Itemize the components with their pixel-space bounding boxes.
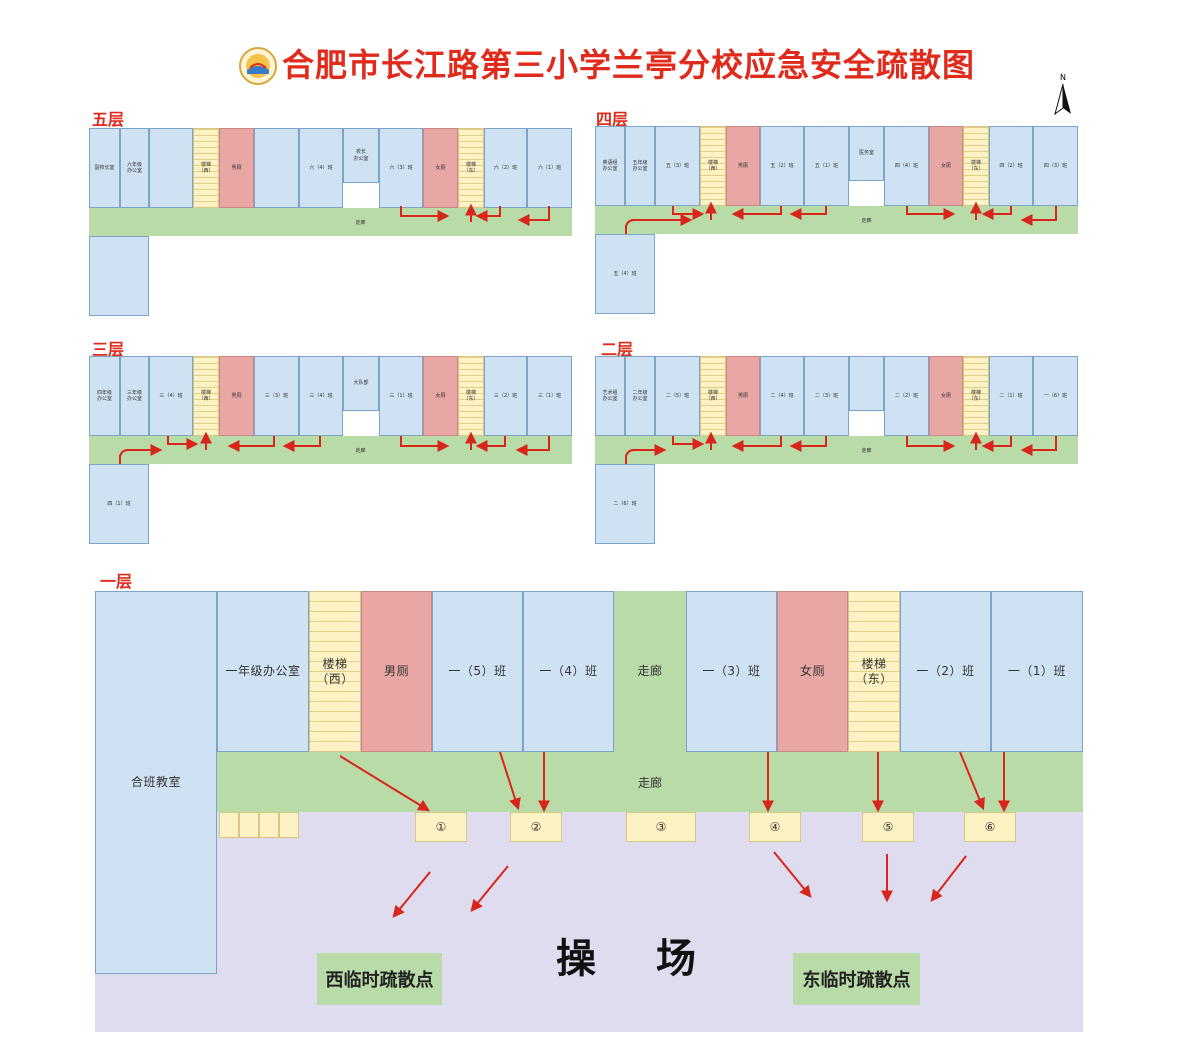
exit-4: ④ xyxy=(749,812,801,842)
classroom: 五（2）班 xyxy=(760,126,804,206)
clinic: 医务室 xyxy=(849,126,884,181)
step xyxy=(239,812,259,838)
step xyxy=(279,812,299,838)
classroom: 二（6）班 xyxy=(595,464,655,544)
classroom: 四（2）班 xyxy=(989,126,1033,206)
classroom: 一（6）班 xyxy=(1033,356,1078,436)
corridor: 走廊 xyxy=(595,206,1078,234)
step xyxy=(219,812,239,838)
school-logo-icon xyxy=(238,46,278,90)
classroom: 二（2）班 xyxy=(884,356,929,436)
playground-label: 操场 xyxy=(556,935,756,982)
north-passage: 走廊 xyxy=(614,591,686,752)
west-stair: 楼梯 （西） xyxy=(193,128,219,208)
office: 三年级 办公室 xyxy=(120,356,149,436)
grade1-office: 一年级办公室 xyxy=(217,591,309,752)
corridor: 走廊 xyxy=(595,436,1078,464)
west-stair: 楼梯 （西） xyxy=(700,126,726,206)
classroom: 三（1）班 xyxy=(527,356,572,436)
classroom: 一（1）班 xyxy=(991,591,1083,752)
classroom: 六（3）班 xyxy=(379,128,423,208)
exit-3: ③ xyxy=(626,812,696,842)
room xyxy=(849,356,884,411)
east-stair: 楼梯 （东） xyxy=(963,356,989,436)
room: 副校长室 xyxy=(89,128,120,208)
classroom: 三（3）班 xyxy=(254,356,299,436)
classroom: 一（5）班 xyxy=(432,591,523,752)
classroom: 六（2）班 xyxy=(484,128,527,208)
classroom: 四（1）班 xyxy=(89,464,149,544)
men-toilet: 男厕 xyxy=(219,356,254,436)
women-toilet: 女厕 xyxy=(777,591,848,752)
men-toilet: 男厕 xyxy=(361,591,432,752)
room xyxy=(149,128,193,208)
west-stair: 楼梯 （西） xyxy=(193,356,219,436)
corridor: 走廊 xyxy=(217,752,1083,812)
men-toilet: 男厕 xyxy=(726,356,760,436)
women-toilet: 女厕 xyxy=(929,356,963,436)
office: 艺术组 办公室 xyxy=(595,356,625,436)
classroom: 五（4）班 xyxy=(595,234,655,314)
exit-1: ① xyxy=(415,812,467,842)
east-stair: 楼梯 （东） xyxy=(458,128,484,208)
floor-2-label: 二层 xyxy=(601,340,634,359)
floor-1-label: 一层 xyxy=(100,572,133,591)
classroom: 二（4）班 xyxy=(760,356,804,436)
combined-classroom: 合班教室 xyxy=(95,591,217,974)
principal-office: 校长 办公室 xyxy=(343,128,379,183)
floor-5-label: 五层 xyxy=(92,110,125,129)
east-assembly-point: 东临时疏散点 xyxy=(793,953,920,1005)
women-toilet: 女厕 xyxy=(423,356,458,436)
classroom: 四（4）班 xyxy=(884,126,929,206)
classroom: 五（1）班 xyxy=(804,126,849,206)
men-toilet: 男厕 xyxy=(219,128,254,208)
east-stair: 楼梯 （东） xyxy=(458,356,484,436)
floor-3-label: 三层 xyxy=(92,340,125,359)
classroom: 三（1）班 xyxy=(379,356,423,436)
corridor: 走廊 xyxy=(89,208,572,236)
west-assembly-point: 西临时疏散点 xyxy=(317,953,442,1005)
women-toilet: 女厕 xyxy=(423,128,458,208)
corridor: 走廊 xyxy=(89,436,572,464)
office: 二年级 办公室 xyxy=(625,356,655,436)
compass-label: N xyxy=(1060,73,1066,82)
page-title: 合肥市长江路第三小学兰亭分校应急安全疏散图 xyxy=(282,46,976,84)
classroom: 一（3）班 xyxy=(686,591,777,752)
east-stair: 楼梯 （东） xyxy=(963,126,989,206)
exit-6: ⑥ xyxy=(964,812,1016,842)
classroom: 二（3）班 xyxy=(804,356,849,436)
men-toilet: 男厕 xyxy=(726,126,760,206)
east-stair: 楼梯 （东） xyxy=(848,591,900,752)
north-arrow-icon: N xyxy=(1052,72,1074,122)
office: 五年级 办公室 xyxy=(625,126,655,206)
room xyxy=(254,128,299,208)
women-toilet: 女厕 xyxy=(929,126,963,206)
classroom: 二（1）班 xyxy=(989,356,1033,436)
classroom: 六（1）班 xyxy=(527,128,572,208)
classroom: 五（3）班 xyxy=(655,126,700,206)
room: 六年级 办公室 xyxy=(120,128,149,208)
classroom: 一（4）班 xyxy=(523,591,614,752)
classroom: 三（4）班 xyxy=(149,356,193,436)
room xyxy=(89,236,149,316)
office: 英语组 办公室 xyxy=(595,126,625,206)
classroom: 二（5）班 xyxy=(655,356,700,436)
west-stair: 楼梯 （西） xyxy=(309,591,361,752)
classroom: 一（2）班 xyxy=(900,591,991,752)
office: 四年级 办公室 xyxy=(89,356,120,436)
exit-5: ⑤ xyxy=(862,812,914,842)
classroom: 六（4）班 xyxy=(299,128,343,208)
playground xyxy=(95,812,1083,1032)
classroom: 三（4）班 xyxy=(299,356,343,436)
step xyxy=(259,812,279,838)
west-stair: 楼梯 （西） xyxy=(700,356,726,436)
classroom: 四（3）班 xyxy=(1033,126,1078,206)
floor-4-label: 四层 xyxy=(596,110,629,129)
classroom: 三（2）班 xyxy=(484,356,527,436)
brigade-room: 大队部 xyxy=(343,356,379,411)
exit-2: ② xyxy=(510,812,562,842)
